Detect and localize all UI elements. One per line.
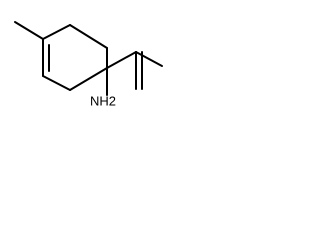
bond-methyl [14, 21, 44, 40]
amine-label: NH2 [90, 93, 116, 108]
structure-canvas: NH2 [0, 0, 180, 128]
bond-c2-c3 [42, 24, 71, 40]
bond-c1-c2 [69, 24, 108, 49]
bond-c5-c6 [69, 67, 108, 91]
bond-isopropenyl-methyl [135, 51, 163, 67]
chemical-structure-diagram: NH2 [14, 21, 163, 108]
bond-c4-c5 [42, 75, 71, 91]
bond-isopropenyl [106, 51, 137, 69]
